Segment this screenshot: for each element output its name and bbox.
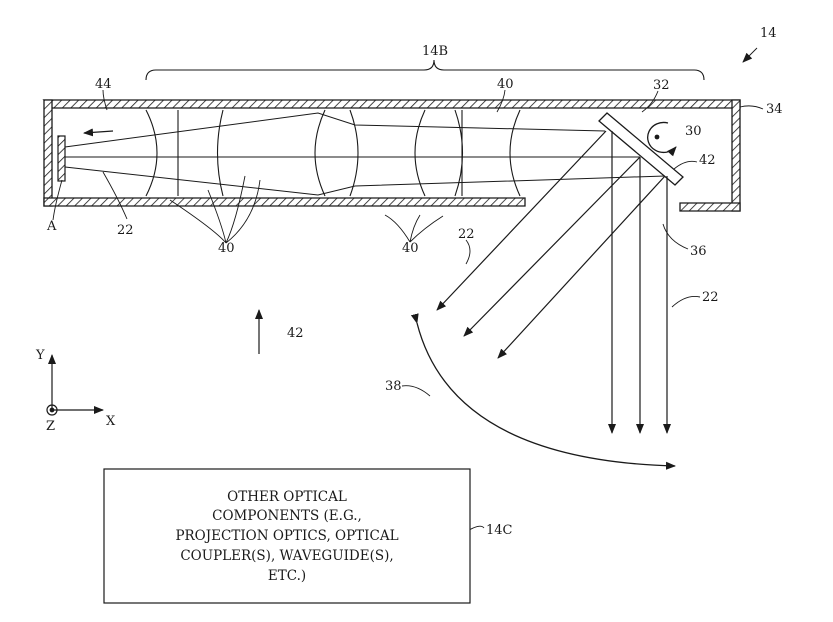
label-22-mid: 22 [458, 227, 475, 242]
coordinate-axes [46, 354, 104, 416]
housing-bottom-wall [43, 197, 526, 207]
leader-38 [401, 385, 431, 397]
housing-right-wall [731, 99, 741, 212]
leader-32 [641, 90, 659, 113]
box-line-1: OTHER OPTICAL [227, 489, 347, 505]
label-40-top: 40 [497, 77, 514, 92]
leader-40-bottom-left [169, 175, 261, 244]
housing [42, 99, 741, 212]
leader-A [52, 179, 63, 221]
label-32: 32 [653, 78, 670, 93]
box-line-5: ETC.) [268, 568, 306, 584]
leader-44 [102, 89, 108, 111]
scanning-mirror [598, 112, 684, 186]
housing-bottom-right-stub [679, 202, 741, 212]
mirror-plate [598, 112, 684, 186]
leader-22-right [671, 296, 701, 308]
box-line-2: COMPONENTS (E.G., [212, 508, 362, 524]
output-rays [436, 130, 671, 434]
ray-diag-2 [463, 156, 641, 337]
label-axis-x: X [106, 414, 116, 429]
label-14: 14 [760, 26, 777, 41]
lens-3-front [414, 109, 426, 197]
label-axis-y: Y [35, 348, 45, 363]
rotation-arrow-icon [647, 121, 677, 157]
label-44: 44 [95, 77, 112, 92]
other-components-box [103, 468, 471, 604]
leader-lines [52, 47, 764, 533]
label-42-mirror: 42 [699, 153, 716, 168]
label-axis-z: Z [46, 419, 55, 434]
leader-14 [742, 47, 758, 63]
z-axis-dot-icon [49, 407, 55, 413]
label-34: 34 [766, 102, 783, 117]
lens-2-back [349, 109, 359, 197]
section-bracket [145, 59, 705, 81]
leader-40-top [496, 89, 506, 113]
label-36: 36 [690, 244, 707, 259]
ray-upper [64, 112, 606, 148]
leader-40-bottom-right [384, 214, 444, 243]
label-40-bottom-right: 40 [402, 241, 419, 256]
other-components-text: OTHER OPTICAL COMPONENTS (E.G., PROJECTI… [175, 489, 398, 584]
leader-36 [662, 223, 689, 250]
label-42-arrow: 42 [287, 326, 304, 341]
label-38: 38 [385, 379, 402, 394]
leader-22-left [102, 171, 128, 220]
box-line-4: COUPLER(S), WAVEGUIDE(S), [180, 548, 393, 564]
housing-top-wall [42, 99, 741, 109]
rotation-axis-dot [654, 134, 660, 140]
leader-22-mid [465, 239, 471, 265]
lens-1-back [216, 109, 224, 197]
label-30: 30 [685, 124, 702, 139]
reference-labels: 14 14B 44 40 32 34 30 42 36 A 22 40 40 2… [35, 26, 783, 538]
arrow-44-icon [83, 128, 114, 137]
label-14b: 14B [422, 44, 448, 59]
lens-1-front [145, 109, 158, 197]
light-source [57, 135, 66, 182]
box-line-3: PROJECTION OPTICS, OPTICAL [175, 528, 398, 544]
leader-34 [739, 105, 764, 110]
ray-lower [64, 166, 666, 196]
leader-42-mirror [673, 160, 698, 170]
housing-left-wall [43, 99, 53, 207]
lens-4 [509, 109, 521, 197]
label-40-bottom-left: 40 [218, 241, 235, 256]
label-14c: 14C [486, 523, 513, 538]
label-22-left: 22 [117, 223, 134, 238]
lens-elements [145, 109, 521, 197]
ray-diag-1 [436, 130, 607, 311]
lens-2-front [314, 109, 326, 197]
z-axis-circle-icon [46, 404, 58, 416]
label-22-right: 22 [702, 290, 719, 305]
label-a: A [46, 219, 57, 234]
light-source-panel [57, 135, 66, 182]
internal-rays [64, 112, 666, 196]
sweep-arc [410, 313, 676, 470]
